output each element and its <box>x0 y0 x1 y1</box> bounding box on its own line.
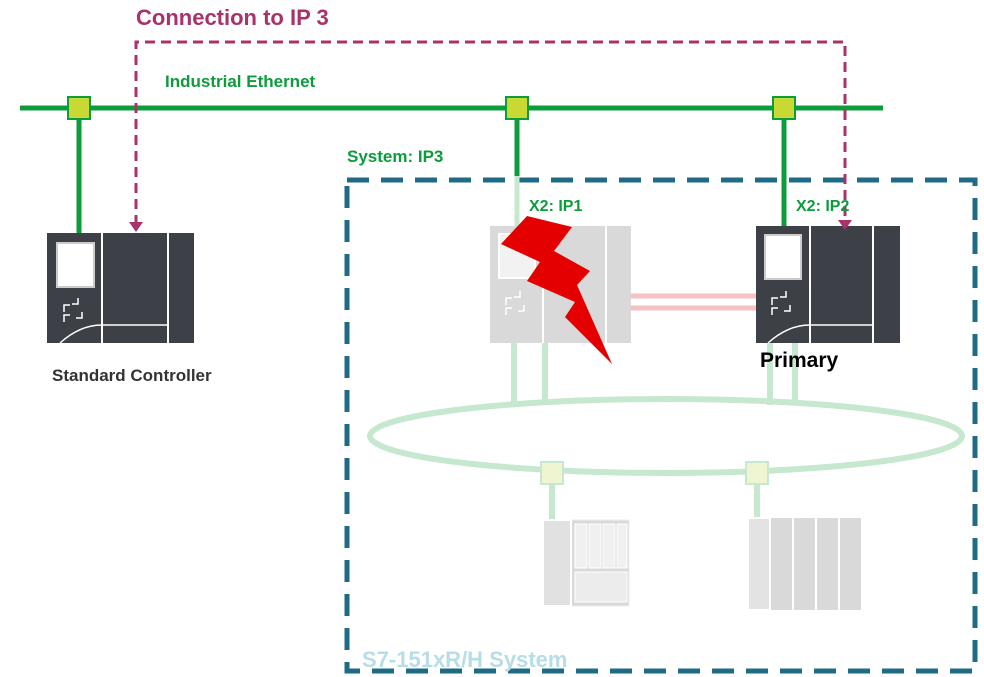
ethernet-switch-1 <box>67 96 91 120</box>
standard-controller-device <box>47 233 194 344</box>
arrow-down-icon <box>838 220 852 230</box>
cpu-right-device <box>756 226 900 344</box>
industrial-ethernet-label: Industrial Ethernet <box>165 72 316 91</box>
ring-switch-1 <box>540 461 564 485</box>
industrial-ethernet-bus <box>20 105 883 233</box>
io-station-2 <box>747 517 861 611</box>
ethernet-switch-2 <box>505 96 529 120</box>
ring-network <box>367 343 965 520</box>
siemens-logo-icon <box>771 291 791 315</box>
siemens-logo-icon <box>505 291 525 315</box>
connection-label: Connection to IP 3 <box>136 5 329 30</box>
controller-display <box>56 242 95 288</box>
siemens-logo-icon <box>63 298 83 322</box>
standard-controller-label: Standard Controller <box>52 366 212 385</box>
ethernet-switch-3 <box>772 96 796 120</box>
sync-link <box>628 293 760 311</box>
profinet-ring <box>367 396 965 476</box>
cpu-display <box>764 234 802 280</box>
x2-ip2-label: X2: IP2 <box>796 198 850 215</box>
io-station-1 <box>542 519 630 607</box>
primary-label: Primary <box>760 349 839 372</box>
connection-path <box>129 40 852 232</box>
ring-switch-2 <box>745 461 769 485</box>
system-name-label: S7-151xR/H System <box>362 647 568 672</box>
fault-lightning-icon <box>501 216 612 364</box>
system-ip-label: System: IP3 <box>347 147 444 166</box>
x2-ip1-label: X2: IP1 <box>529 198 583 215</box>
arrow-down-icon <box>129 222 143 232</box>
system-boundary <box>344 177 978 674</box>
